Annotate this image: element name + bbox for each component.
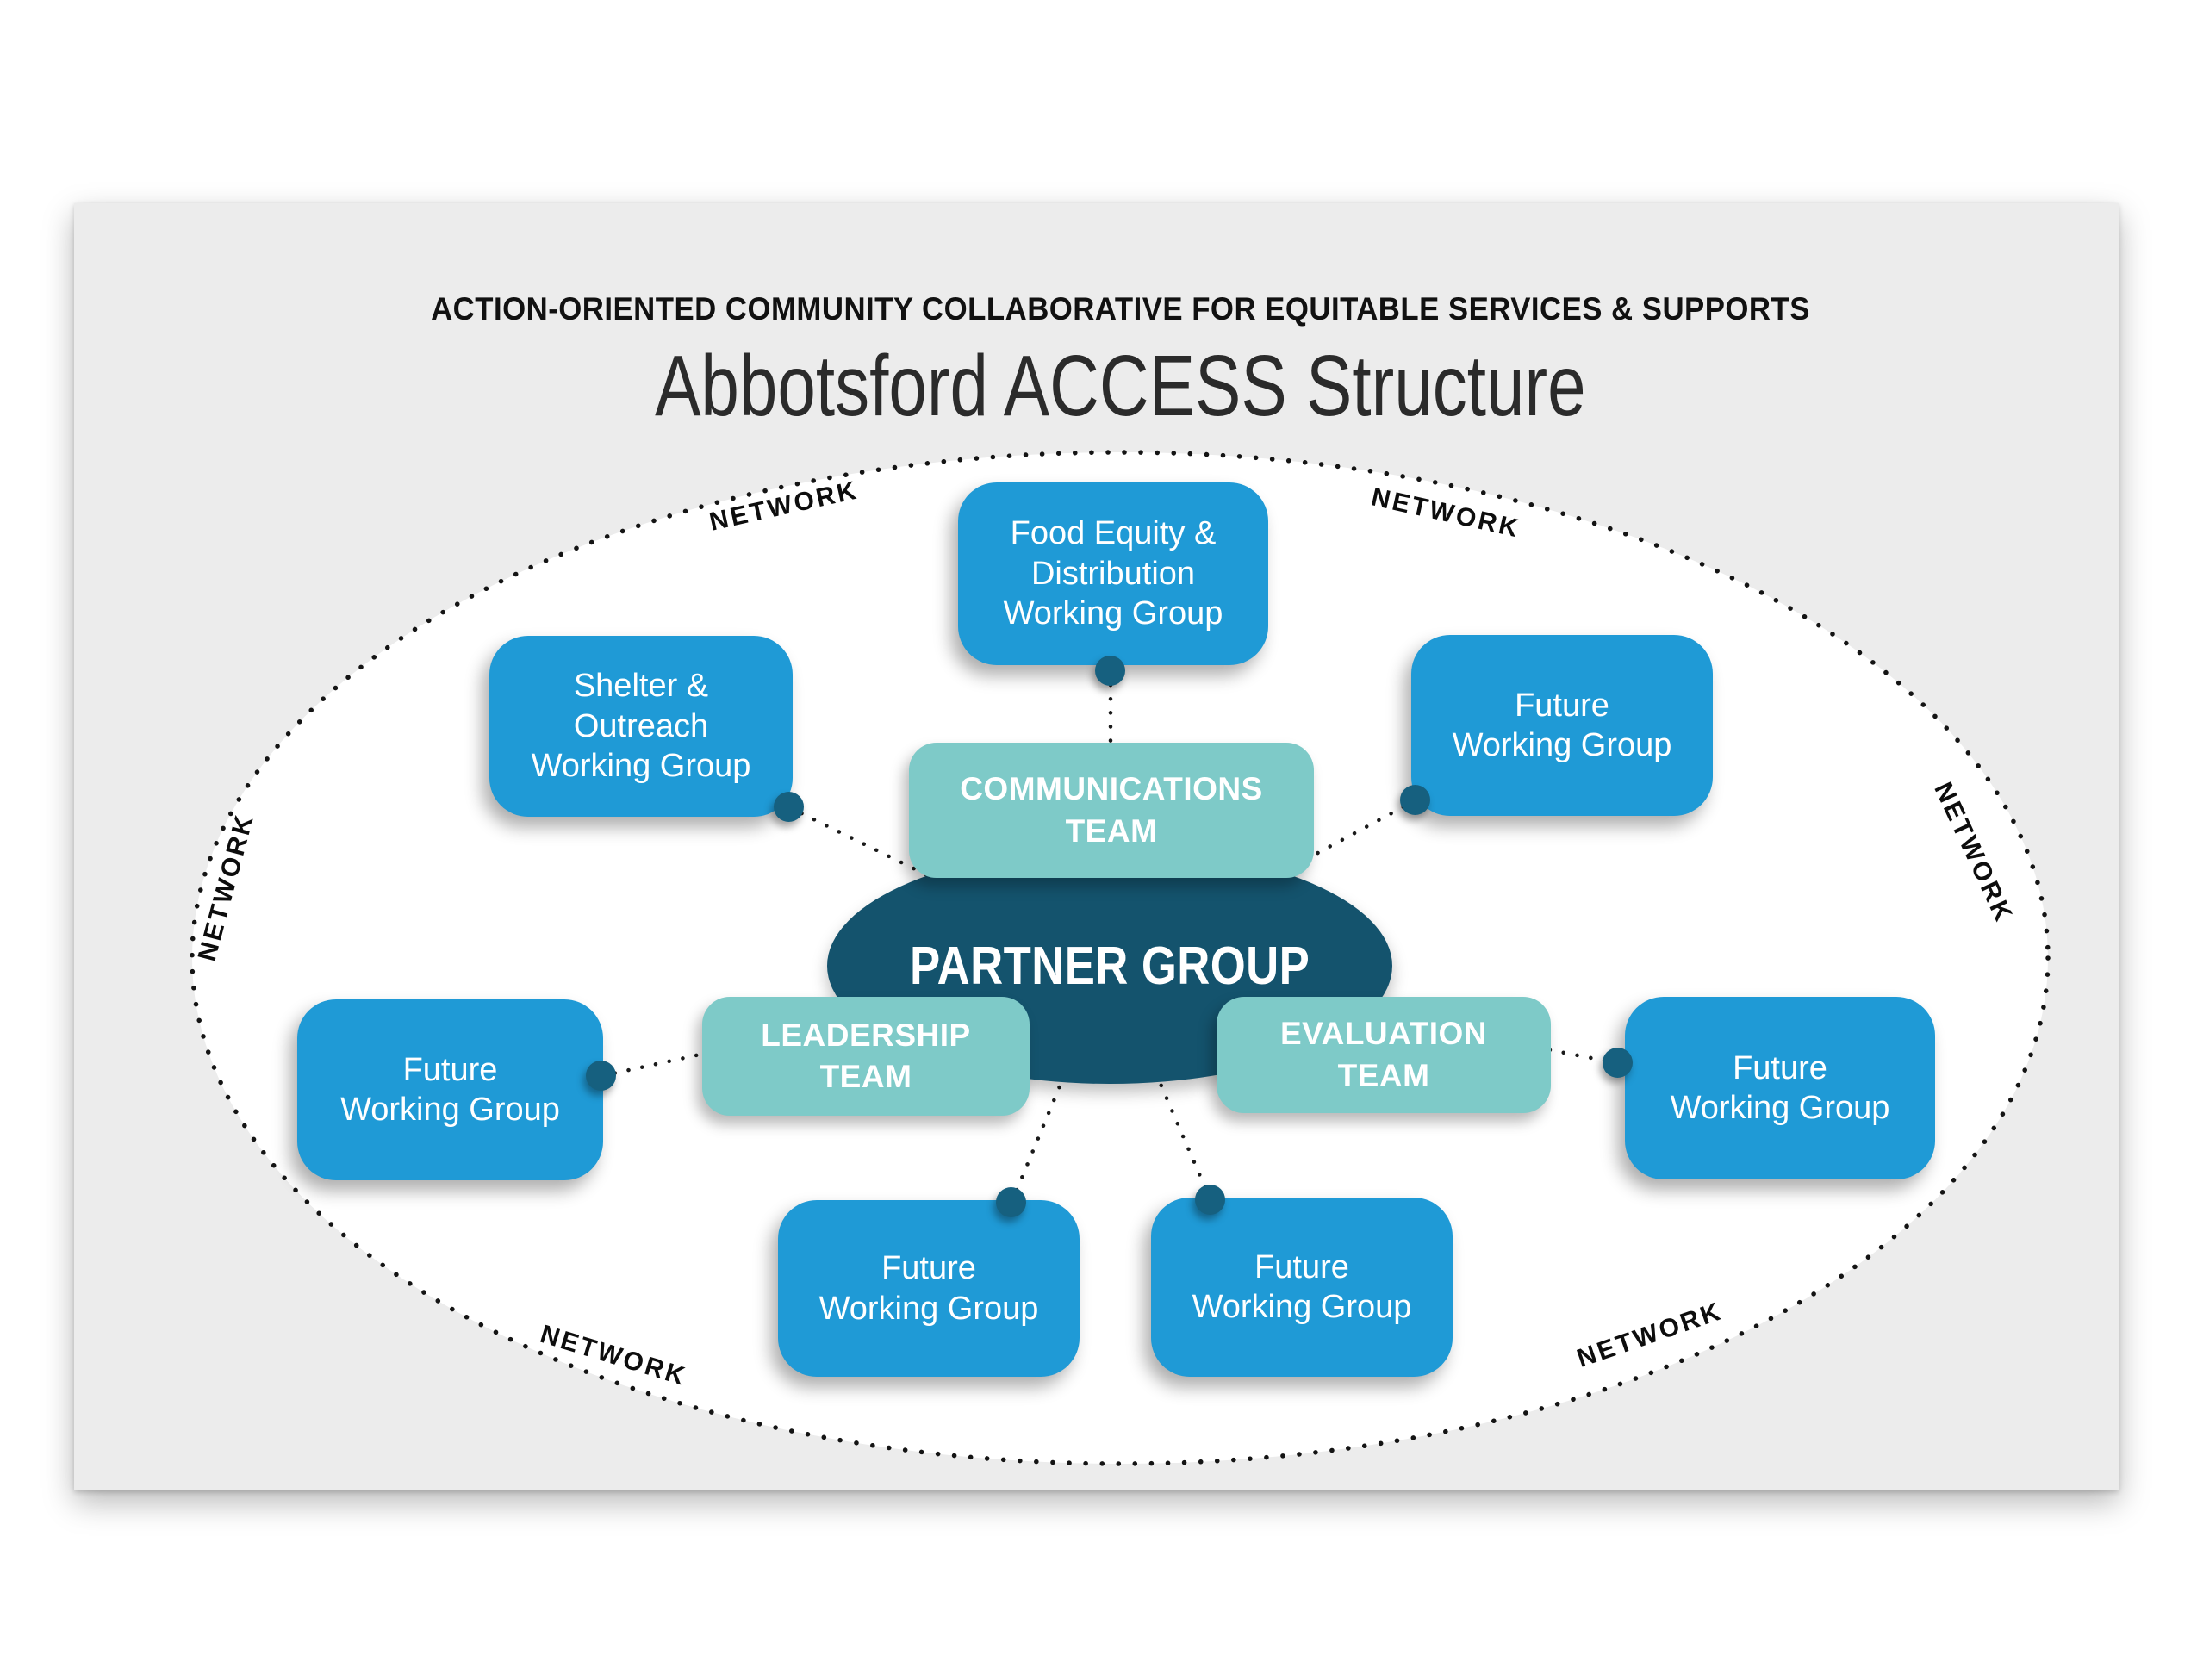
- working-group-box-future-left: Future Working Group: [297, 999, 603, 1180]
- working-group-box-future-right: Future Working Group: [1625, 997, 1935, 1179]
- connector-dot-future-bottom-left: [996, 1187, 1026, 1217]
- connector-dot-future-left: [586, 1061, 616, 1091]
- connector-dot-food-equity: [1095, 656, 1125, 686]
- team-box-communications: COMMUNICATIONS TEAM: [909, 743, 1314, 878]
- team-box-leadership: LEADERSHIP TEAM: [702, 997, 1030, 1116]
- page-title-text: Abbotsford ACCESS Structure: [654, 338, 1586, 434]
- connector-dot-shelter-outreach: [774, 792, 804, 822]
- working-group-box-future-bottom-left: Future Working Group: [778, 1200, 1080, 1377]
- team-box-evaluation: EVALUATION TEAM: [1217, 997, 1551, 1113]
- connector-dot-future-top-right: [1400, 785, 1430, 815]
- connector-dot-future-bottom-right: [1195, 1185, 1225, 1215]
- working-group-box-food-equity: Food Equity & Distribution Working Group: [958, 482, 1268, 665]
- partner-group-label: PARTNER GROUP: [909, 936, 1310, 996]
- connector-dot-future-right: [1603, 1048, 1633, 1078]
- working-group-box-future-bottom-right: Future Working Group: [1151, 1198, 1453, 1377]
- eyebrow-heading: ACTION-ORIENTED COMMUNITY COLLABORATIVE …: [43, 291, 2197, 327]
- eyebrow-text: ACTION-ORIENTED COMMUNITY COLLABORATIVE …: [430, 291, 1810, 327]
- connector-line-future-bottom-left: [1009, 963, 1112, 1205]
- working-group-box-shelter-outreach: Shelter & Outreach Working Group: [489, 636, 793, 817]
- working-group-box-future-top-right: Future Working Group: [1411, 635, 1713, 816]
- connector-line-future-bottom-right: [1107, 963, 1213, 1203]
- page-title: Abbotsford ACCESS Structure: [43, 341, 2197, 432]
